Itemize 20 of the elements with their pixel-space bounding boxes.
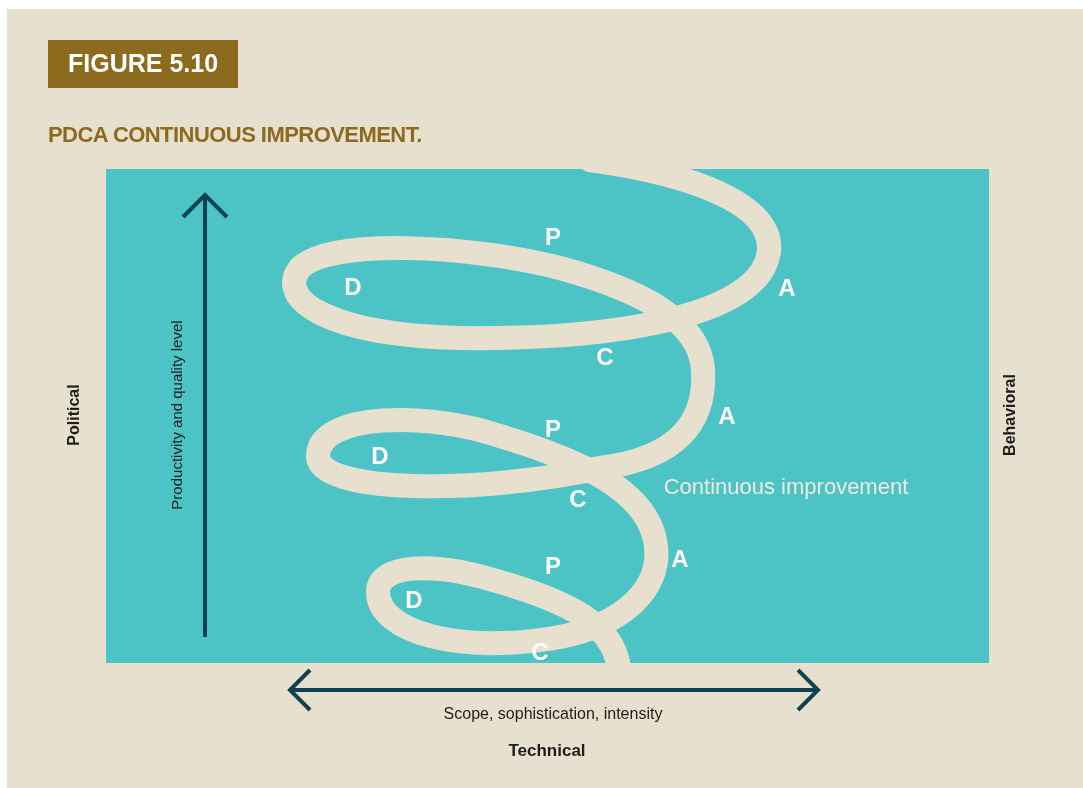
phase-letter: C — [596, 345, 614, 369]
side-label: Technical — [508, 740, 586, 763]
figure-title: PDCA CONTINUOUS IMPROVEMENT. — [48, 121, 422, 149]
spiral-label: Continuous improvement — [663, 472, 909, 501]
axis-label: Productivity and quality level — [166, 320, 186, 510]
phase-letter: A — [718, 404, 736, 428]
phase-letter: P — [545, 417, 561, 441]
phase-letter: A — [778, 276, 796, 300]
axis-label: Scope, sophistication, intensity — [443, 704, 663, 724]
side-label: Political — [64, 384, 83, 446]
phase-letter: P — [545, 225, 561, 249]
phase-letter: D — [344, 275, 362, 299]
phase-letter: C — [531, 640, 549, 664]
phase-letter: C — [569, 487, 587, 511]
side-label: Behavioral — [1000, 374, 1019, 456]
phase-letter: D — [405, 588, 423, 612]
phase-letter: P — [545, 554, 561, 578]
figure-number-badge: FIGURE 5.10 — [48, 40, 239, 88]
phase-letter: D — [371, 444, 389, 468]
phase-letter: A — [671, 547, 689, 571]
